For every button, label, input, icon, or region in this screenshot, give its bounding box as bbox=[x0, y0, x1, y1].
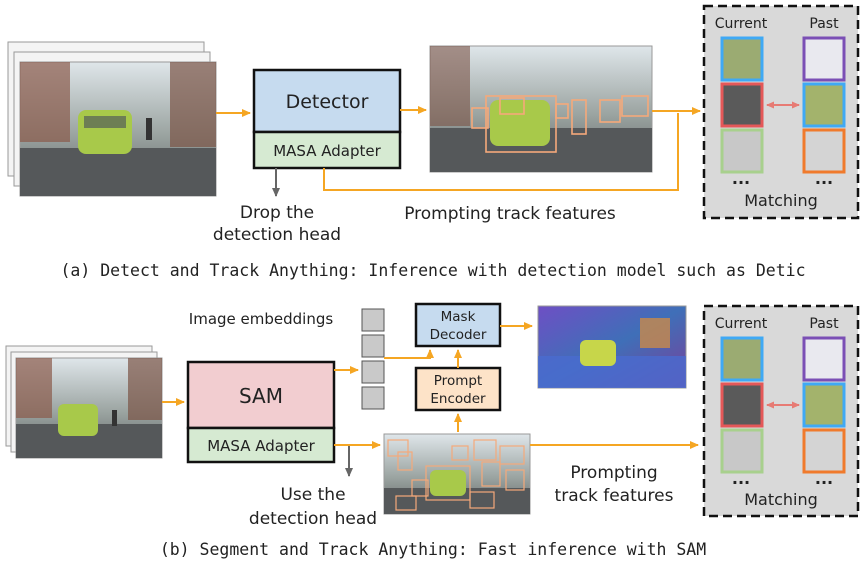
masa-adapter-label-a: MASA Adapter bbox=[273, 142, 381, 160]
thumb-past-2-b bbox=[802, 382, 846, 428]
matching-panel-b: Current Past ... ... Matching bbox=[702, 304, 860, 518]
drop-label-line2: detection head bbox=[213, 225, 341, 245]
dots-right-b: ... bbox=[815, 469, 833, 488]
prompt-encoder-line2: Encoder bbox=[430, 391, 486, 407]
caption-b: (b) Segment and Track Anything: Fast inf… bbox=[160, 540, 706, 559]
sam-block: SAM MASA Adapter bbox=[186, 360, 336, 464]
detector-label: Detector bbox=[286, 91, 369, 113]
mask-decoder-line1: Mask bbox=[441, 309, 476, 325]
detector-block: Detector MASA Adapter bbox=[252, 68, 402, 170]
prompt-encoder-block: Prompt Encoder bbox=[414, 366, 502, 412]
prompt-encoder-line1: Prompt bbox=[434, 373, 482, 389]
masa-adapter-label-b: MASA Adapter bbox=[207, 437, 315, 455]
dots-left-b: ... bbox=[732, 469, 750, 488]
sam-label: SAM bbox=[239, 384, 283, 408]
dots-right-a: ... bbox=[815, 169, 833, 188]
matching-label-b: Matching bbox=[744, 490, 818, 509]
thumb-current-2-b bbox=[720, 382, 764, 428]
input-frames-a bbox=[7, 41, 217, 197]
embedding-stack bbox=[361, 308, 385, 410]
prompting-path-a bbox=[323, 113, 679, 191]
thumb-current-3-b bbox=[720, 428, 764, 474]
use-label-line2: detection head bbox=[249, 509, 377, 529]
panel-b: SAM MASA Adapter Use the detection head … bbox=[5, 302, 860, 559]
use-label-line1: Use the bbox=[280, 485, 345, 505]
drop-label-line1: Drop the bbox=[240, 203, 314, 223]
thumb-past-1-b bbox=[802, 336, 846, 382]
matching-label-a: Matching bbox=[744, 191, 818, 210]
thumb-past-2-a bbox=[802, 82, 846, 128]
current-label-a: Current bbox=[715, 16, 768, 32]
segmentation-output-image bbox=[537, 305, 687, 389]
past-label-a: Past bbox=[809, 16, 839, 32]
prompting-label-b-line2: track features bbox=[555, 486, 674, 506]
box-prompt-image bbox=[383, 433, 531, 515]
dots-left-a: ... bbox=[732, 169, 750, 188]
mask-decoder-block: Mask Decoder bbox=[414, 302, 502, 348]
dense-boxes-b bbox=[387, 439, 525, 511]
panel-a: Detector MASA Adapter Drop the detection… bbox=[7, 4, 860, 280]
thumb-past-3-a bbox=[802, 128, 846, 174]
prompting-label-a: Prompting track features bbox=[404, 204, 616, 224]
thumb-past-3-b bbox=[802, 428, 846, 474]
thumb-current-2-a bbox=[720, 82, 764, 128]
mask-decoder-line2: Decoder bbox=[430, 327, 487, 343]
thumb-current-1-a bbox=[720, 36, 764, 82]
detection-boxes-a bbox=[471, 95, 649, 153]
matching-panel-a: Current Past ... ... Matching bbox=[702, 4, 860, 220]
thumb-past-1-a bbox=[802, 36, 846, 82]
prompting-label-b-line1: Prompting bbox=[570, 463, 657, 483]
thumb-current-3-a bbox=[720, 128, 764, 174]
image-embeddings-label: Image embeddings bbox=[189, 310, 334, 328]
past-label-b: Past bbox=[809, 316, 839, 332]
caption-a: (a) Detect and Track Anything: Inference… bbox=[60, 261, 805, 280]
arrow-embeddings-to-decoder bbox=[384, 349, 434, 359]
thumb-current-1-b bbox=[720, 336, 764, 382]
current-label-b: Current bbox=[715, 316, 768, 332]
street-scene-a bbox=[19, 61, 217, 197]
detection-output-image bbox=[429, 45, 653, 173]
input-frames-b bbox=[5, 345, 163, 459]
street-scene-b bbox=[15, 357, 163, 459]
